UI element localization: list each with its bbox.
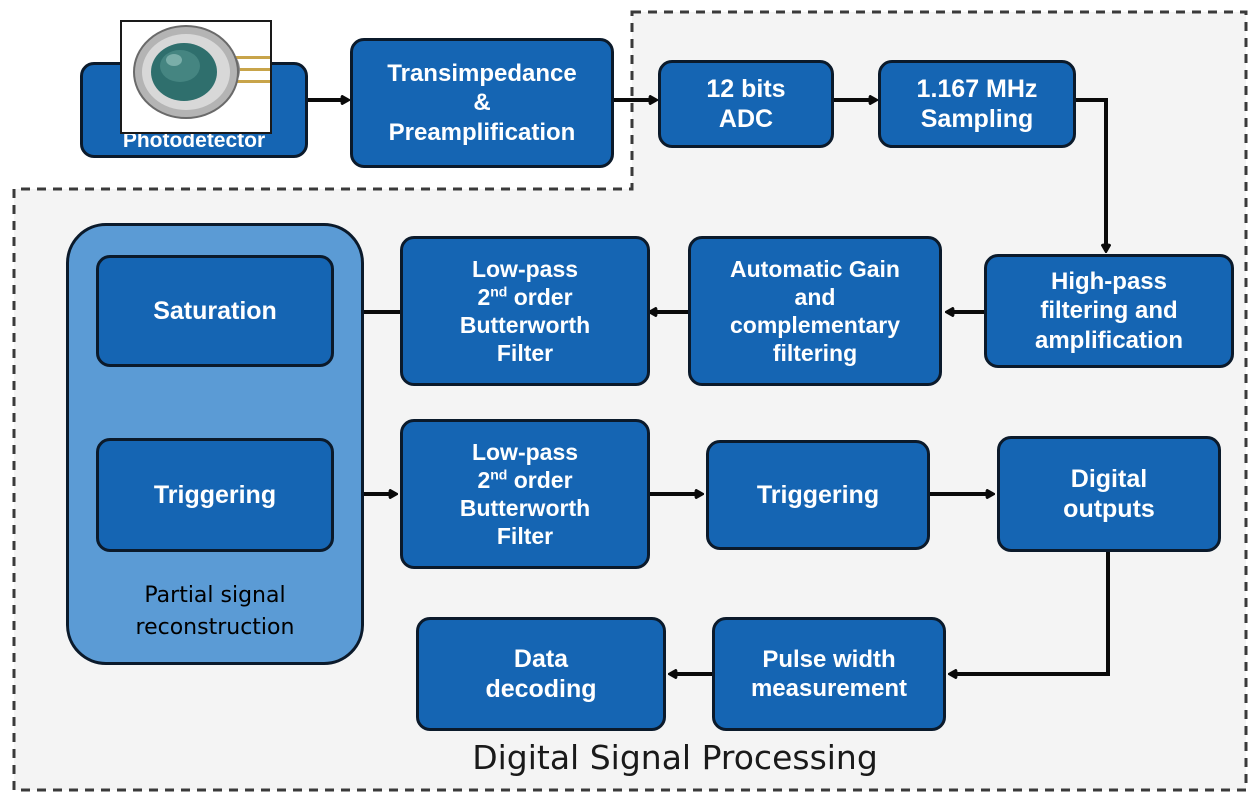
partial-reconstruction-label: Partial signal reconstruction xyxy=(135,583,295,640)
agc-block: Automatic Gain and complementary filteri… xyxy=(688,236,942,386)
saturation-block: Saturation xyxy=(96,255,334,367)
triggering-left-block: Triggering xyxy=(96,438,334,552)
highpass-block: High-pass filtering and amplification xyxy=(984,254,1234,368)
digital-outputs-block: Digital outputs xyxy=(997,436,1221,552)
sampling-block: 1.167 MHz Sampling xyxy=(878,60,1076,148)
adc-block: 12 bits ADC xyxy=(658,60,834,148)
diagram-title: Digital Signal Processing xyxy=(472,738,878,777)
triggering-mid-block: Triggering xyxy=(706,440,930,550)
photodetector-photo xyxy=(120,20,272,134)
photodetector-label: Photodetector xyxy=(122,129,266,153)
arrow-sampling-to-highpass xyxy=(1076,98,1106,251)
lowpass-filter-bottom-block: Low-pass 2nd order Butterworth Filter xyxy=(400,419,650,569)
lowpass-filter-top-block: Low-pass 2nd order Butterworth Filter xyxy=(400,236,650,386)
pulse-width-block: Pulse width measurement xyxy=(712,617,946,731)
arrow-digital-outputs-to-pulse-width xyxy=(950,552,1110,674)
data-decoding-block: Data decoding xyxy=(416,617,666,731)
transimpedance-block: Transimpedance & Preamplification xyxy=(350,38,614,168)
